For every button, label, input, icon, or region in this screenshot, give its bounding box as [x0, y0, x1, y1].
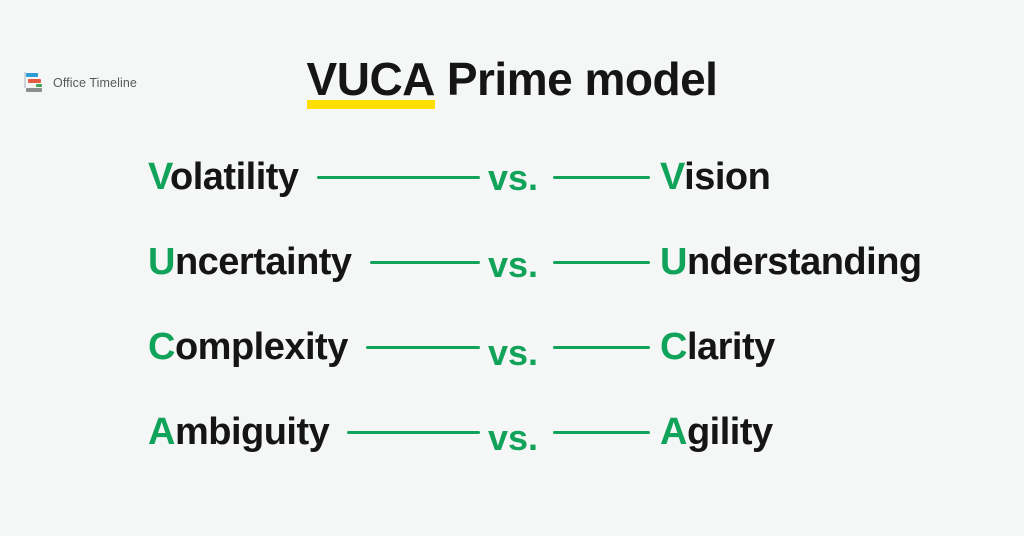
left-zone: Uncertainty — [148, 241, 480, 284]
right-term: Agility — [660, 411, 773, 454]
gantt-axis — [24, 72, 26, 88]
connector-line-left — [347, 431, 480, 435]
right-term: Clarity — [660, 326, 775, 369]
gantt-bar-gray — [26, 88, 42, 92]
comparison-rows: Volatility vs. Vision Uncertainty vs. Un… — [0, 155, 1024, 458]
connector-line-right — [553, 176, 650, 180]
vuca-row-uncertainty: Uncertainty vs. Understanding — [0, 240, 1024, 286]
right-term: Vision — [660, 156, 771, 199]
left-term: Uncertainty — [148, 241, 352, 284]
office-timeline-logo: Office Timeline — [24, 72, 137, 93]
connector-line-left — [369, 261, 480, 265]
gantt-bar-green — [36, 84, 42, 87]
vs-label: vs. — [487, 156, 539, 198]
connector-line-right — [553, 261, 650, 265]
connector-line-left — [365, 346, 480, 350]
left-term: Volatility — [148, 156, 299, 199]
vs-label: vs. — [487, 416, 539, 458]
left-zone: Ambiguity — [148, 411, 480, 454]
title-highlighted-word: VUCA — [306, 54, 435, 109]
left-term: Complexity — [148, 326, 348, 369]
vs-label: vs. — [487, 331, 539, 373]
right-term: Understanding — [660, 241, 922, 284]
title-rest: Prime model — [446, 53, 718, 105]
gantt-bar-orange — [28, 79, 41, 83]
left-term: Ambiguity — [148, 411, 330, 454]
vs-label: vs. — [487, 243, 539, 285]
left-zone: Volatility — [148, 156, 480, 199]
left-zone: Complexity — [148, 326, 480, 369]
vuca-row-complexity: Complexity vs. Clarity — [0, 325, 1024, 373]
vuca-row-ambiguity: Ambiguity vs. Agility — [0, 410, 1024, 458]
gantt-bar-blue — [26, 73, 38, 77]
connector-line-left — [316, 176, 480, 180]
gantt-chart-icon — [24, 72, 46, 93]
connector-line-right — [553, 431, 650, 435]
connector-line-right — [553, 346, 650, 350]
vuca-row-volatility: Volatility vs. Vision — [0, 155, 1024, 201]
brand-name: Office Timeline — [53, 75, 137, 90]
